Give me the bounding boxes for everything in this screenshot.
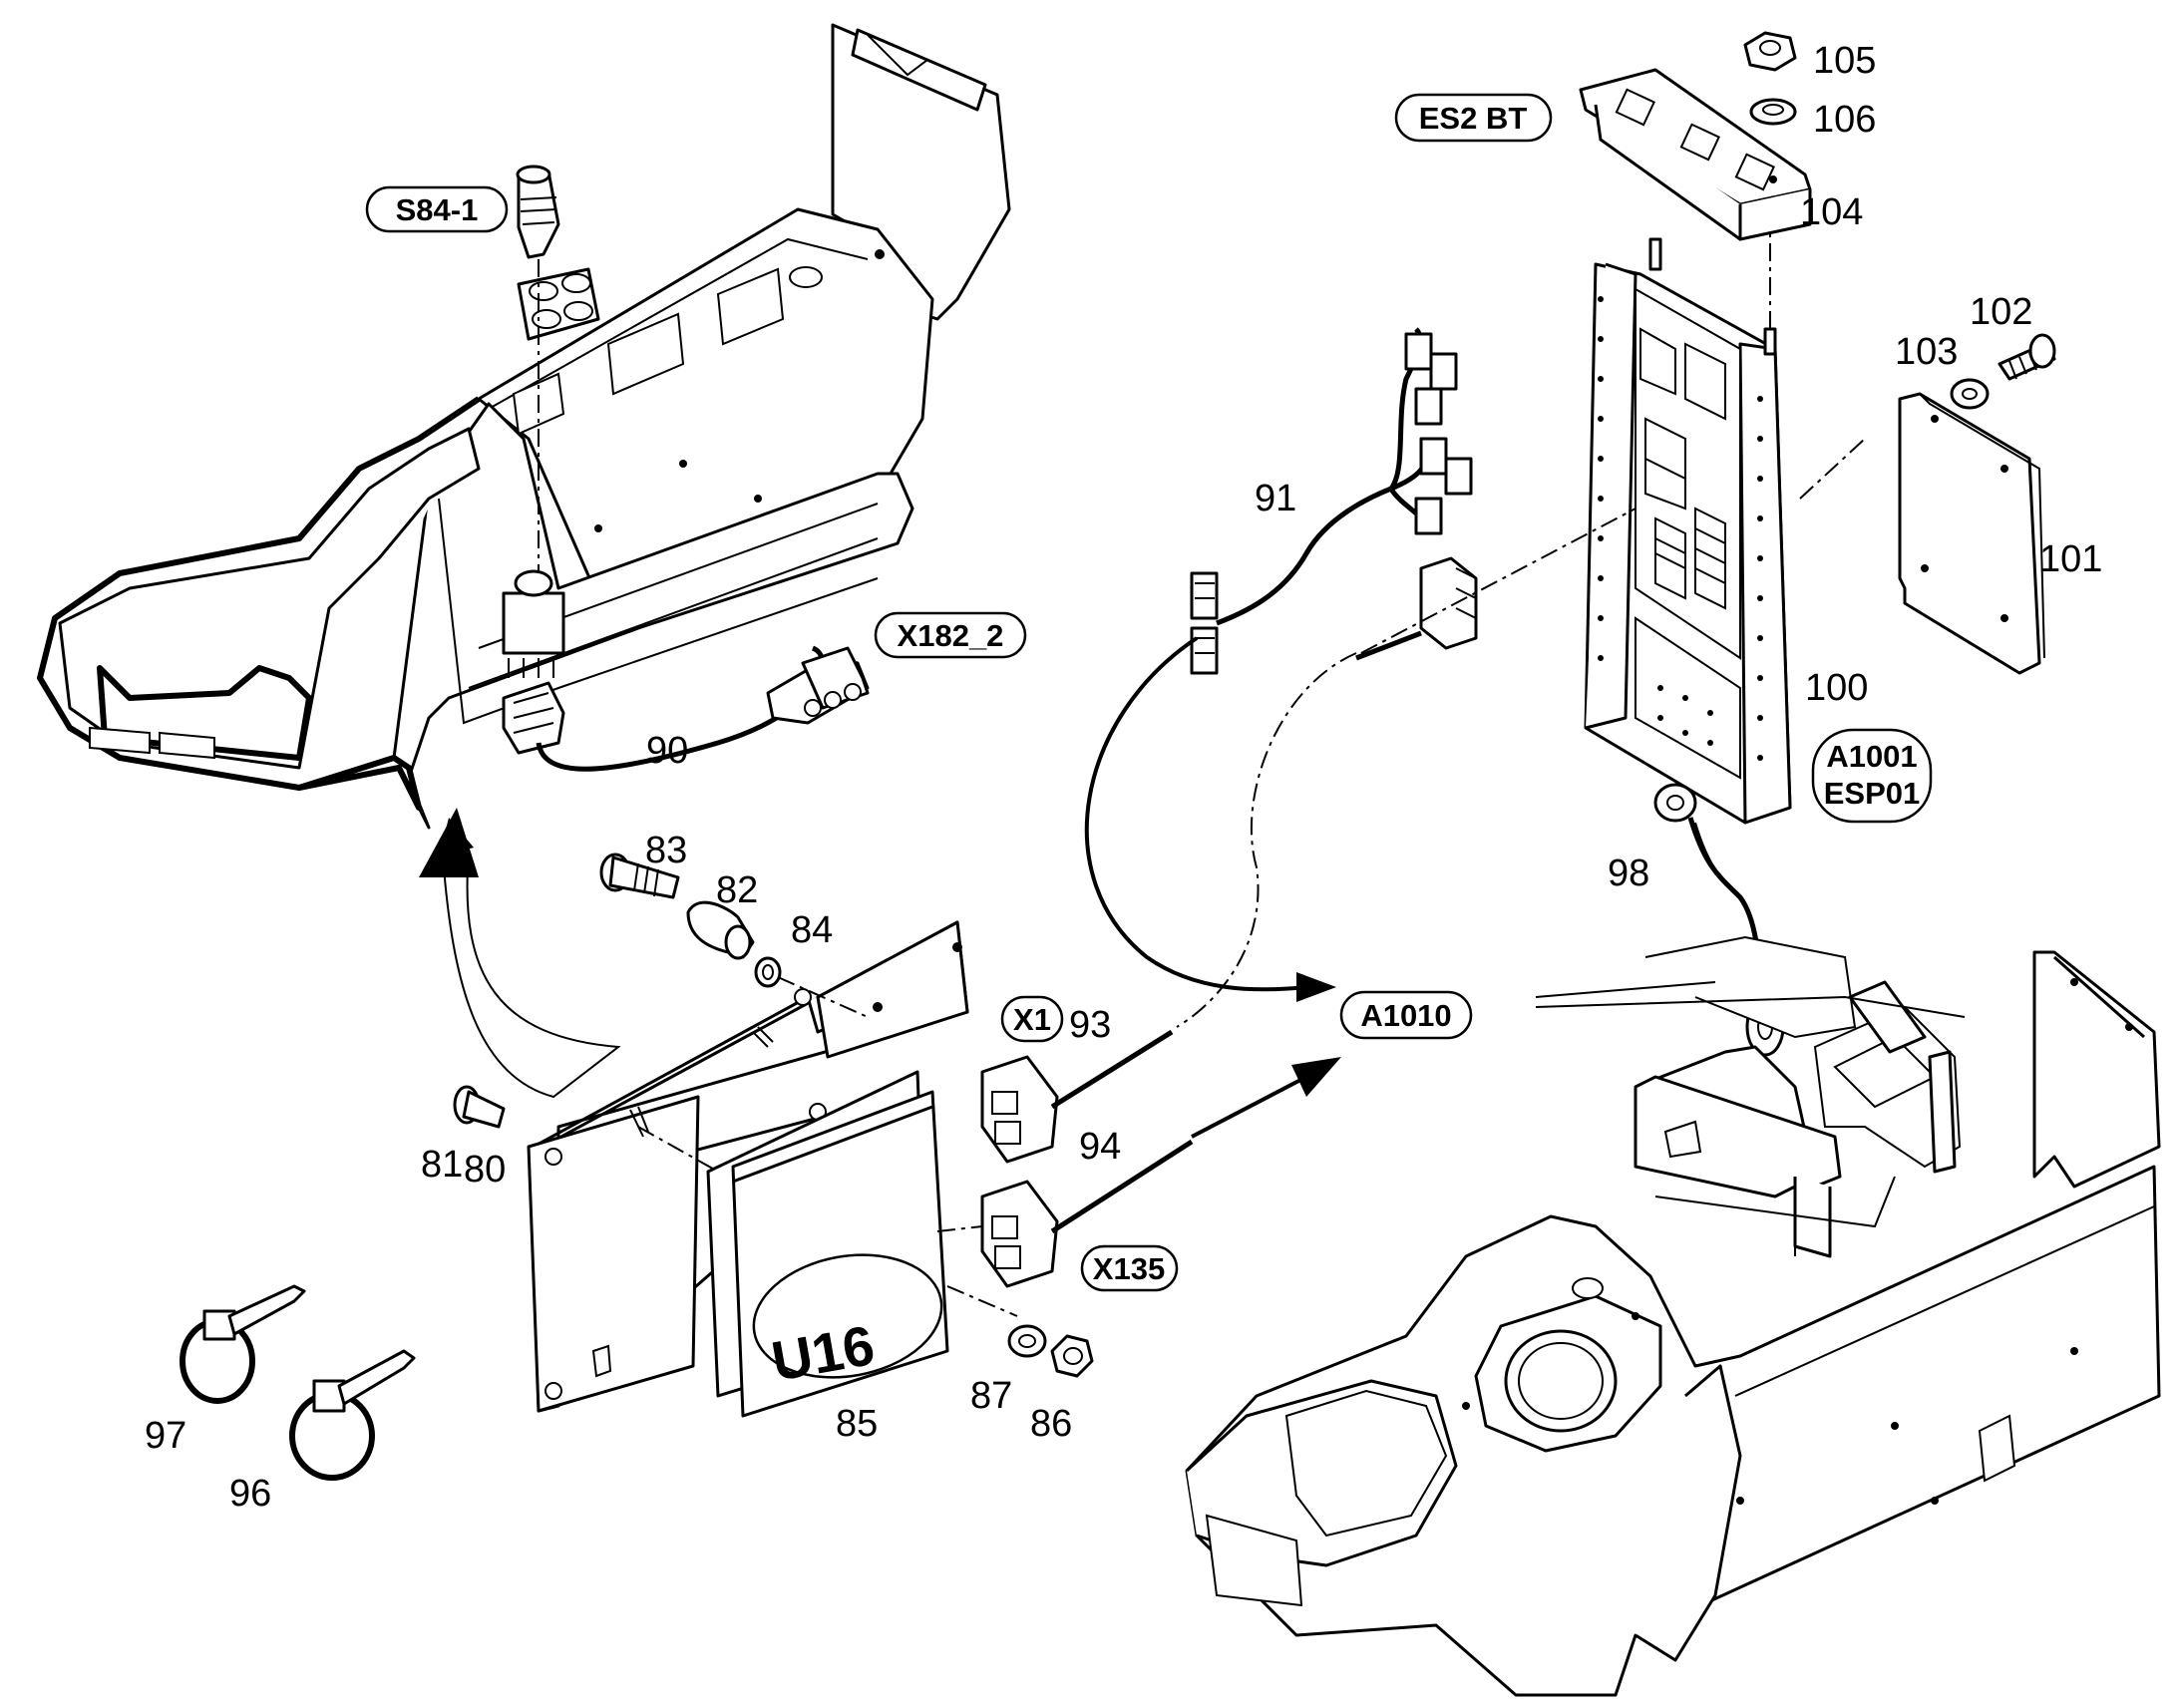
control-board-100	[1584, 237, 1792, 825]
washer-87	[1007, 1324, 1047, 1358]
cover-101	[1898, 392, 2045, 675]
label-87: 87	[970, 1375, 1012, 1417]
washer-103	[1950, 378, 1990, 410]
label-103: 103	[1895, 331, 1958, 373]
part-numbers: 80 81 82 83 84 85 86 87 90 91 93 94 96 9…	[145, 40, 2102, 1515]
cable-tie-96	[289, 1349, 416, 1481]
label-81: 81	[421, 1144, 463, 1186]
screw-83	[599, 853, 680, 899]
nut-86	[1050, 1334, 1094, 1378]
u16-oval	[752, 1253, 943, 1379]
board-perforations	[1598, 296, 1763, 761]
washer-84	[754, 956, 782, 988]
tag-x135: X135	[1080, 1244, 1179, 1292]
svg-text:X135: X135	[1093, 1251, 1165, 1286]
nut-105	[1743, 31, 1797, 72]
label-105: 105	[1813, 40, 1876, 82]
connector-x135	[980, 1139, 1194, 1288]
cable-90	[536, 645, 870, 772]
tag-x182-2: X182_2	[874, 611, 1027, 659]
arrow-91-to-a1010	[1084, 636, 1307, 992]
tag-es2-bt: ES2 BT	[1394, 93, 1553, 143]
svg-text:X182_2: X182_2	[898, 618, 1004, 653]
tag-x1: X1	[1000, 995, 1064, 1043]
switch-s84-1	[516, 165, 600, 341]
label-96: 96	[229, 1473, 271, 1515]
label-80: 80	[464, 1149, 506, 1191]
label-93: 93	[1069, 1004, 1111, 1046]
label-83: 83	[645, 830, 687, 871]
screw-102	[1998, 333, 2056, 381]
label-82: 82	[716, 869, 758, 911]
relay-socket	[502, 569, 565, 755]
console-base	[1185, 935, 2161, 1697]
svg-text:X1: X1	[1013, 1002, 1051, 1037]
label-98: 98	[1608, 853, 1649, 894]
bracket-104	[1579, 68, 1812, 241]
label-97: 97	[145, 1415, 186, 1457]
tag-a1001-esp01: A1001 ESP01	[1811, 728, 1933, 824]
cable-tie-97	[180, 1284, 306, 1404]
svg-text:S84-1: S84-1	[396, 192, 479, 227]
svg-text:A1010: A1010	[1360, 998, 1451, 1033]
screw-81	[453, 1085, 506, 1129]
label-106: 106	[1813, 99, 1876, 141]
label-102: 102	[1970, 291, 2032, 333]
curved-arrow	[419, 808, 621, 1099]
label-84: 84	[791, 909, 833, 951]
svg-text:A1001: A1001	[1826, 739, 1917, 774]
tag-s84-1: S84-1	[365, 185, 509, 233]
label-86: 86	[1030, 1403, 1072, 1445]
svg-text:ES2 BT: ES2 BT	[1419, 101, 1528, 136]
label-104: 104	[1800, 191, 1863, 233]
label-100: 100	[1805, 667, 1868, 709]
spacer-82	[686, 900, 755, 960]
connector-plug	[1355, 556, 1478, 661]
tag-a1010: A1010	[1339, 990, 1473, 1040]
armrest-housing	[37, 23, 1011, 857]
svg-text:ESP01: ESP01	[1824, 776, 1921, 811]
label-94: 94	[1079, 1126, 1121, 1168]
washer-106	[1749, 98, 1797, 126]
label-85: 85	[836, 1403, 878, 1445]
arrow-94-to-a1010	[1191, 1075, 1307, 1139]
label-90: 90	[646, 730, 688, 772]
label-101: 101	[2039, 538, 2102, 580]
harness-91	[1190, 327, 1473, 675]
connector-x1	[980, 1029, 1174, 1164]
label-91: 91	[1255, 478, 1296, 519]
